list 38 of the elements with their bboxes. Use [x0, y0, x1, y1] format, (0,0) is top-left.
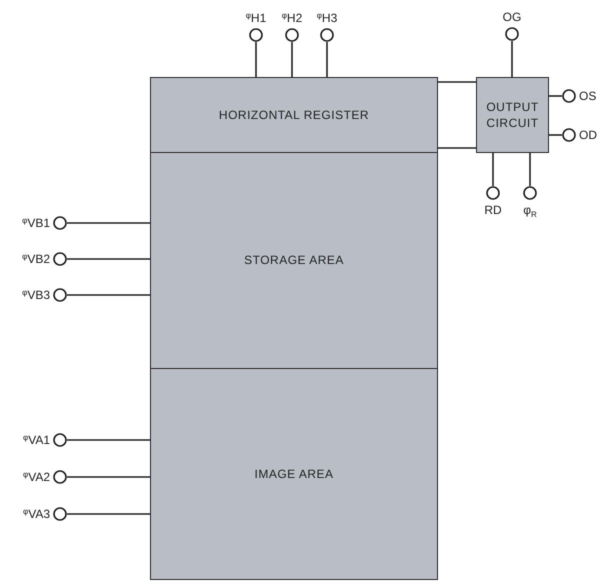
pin-label: $^{φ}$VA2	[23, 470, 50, 484]
block-label: STORAGE AREA	[244, 252, 344, 269]
wire	[67, 222, 150, 224]
wire	[438, 147, 476, 149]
wire	[326, 42, 328, 77]
block-label: HORIZONTAL REGISTER	[218, 106, 370, 124]
pin-label: $^{φ}$VA1	[23, 432, 50, 448]
block-box	[150, 152, 438, 369]
wire	[67, 476, 150, 478]
pin-label: $^{φ}$VB2	[22, 252, 50, 266]
wire	[438, 81, 476, 83]
block-box	[150, 368, 438, 580]
pin-label: OD	[579, 128, 597, 142]
wire	[67, 258, 150, 260]
wire	[511, 41, 513, 77]
pin-label: φ$_{R}$	[523, 203, 537, 218]
wire	[67, 513, 150, 515]
pin-label: RD	[484, 203, 502, 218]
pin-label: $^{φ}$VB3	[22, 288, 50, 302]
pin-label: OS	[579, 88, 596, 104]
wire	[492, 153, 494, 186]
wire	[529, 153, 531, 186]
pin-label: $^{φ}$H3	[316, 10, 338, 25]
block-label: OUTPUT CIRCUIT	[485, 98, 540, 132]
pin-label: $^{φ}$H1	[246, 10, 266, 25]
wire	[549, 95, 562, 97]
pin-label: $^{φ}$VB1	[22, 216, 50, 230]
wire	[67, 439, 150, 441]
wire	[549, 134, 562, 136]
pin-label: $^{φ}$VA3	[23, 506, 50, 522]
block-label: IMAGE AREA	[254, 466, 334, 482]
wire	[255, 42, 257, 77]
pin-label: OG	[502, 10, 522, 24]
block-box	[150, 77, 438, 153]
wire	[67, 294, 150, 296]
block-box	[476, 77, 549, 153]
pin-label: $^{φ}$H2	[282, 10, 302, 25]
wire	[291, 42, 293, 77]
